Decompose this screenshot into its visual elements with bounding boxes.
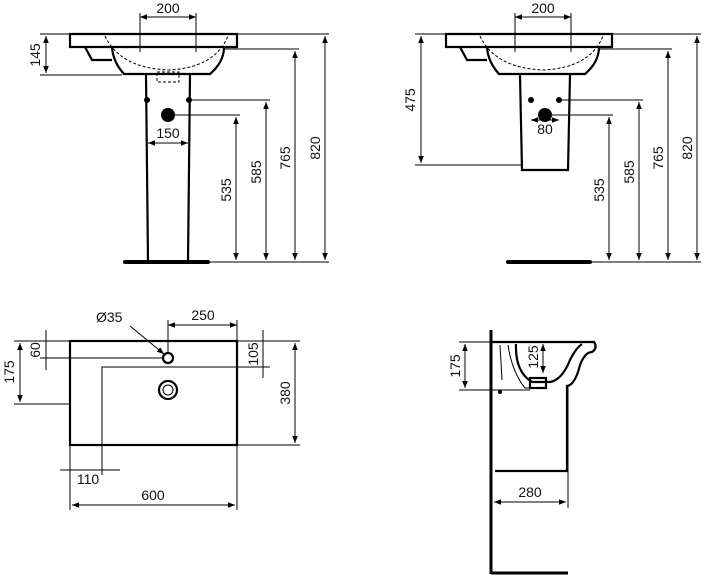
dim-600: 600 <box>141 487 165 503</box>
dim-145: 145 <box>27 43 43 67</box>
front-pedestal-view: 200 145 150 535 585 765 820 <box>27 0 329 264</box>
dim-475: 475 <box>402 88 418 112</box>
side-view: 175 125 280 <box>447 330 597 575</box>
dim-250: 250 <box>191 307 215 323</box>
dim-80: 80 <box>537 121 553 137</box>
dim-175: 175 <box>1 360 17 384</box>
dim-105: 105 <box>245 342 261 366</box>
dim-110: 110 <box>77 471 100 487</box>
dim-280: 280 <box>518 484 542 500</box>
drain <box>157 379 179 401</box>
dim-820: 820 <box>679 136 695 160</box>
basin-profile <box>491 340 597 473</box>
waste-hole <box>161 108 175 122</box>
dim-535: 535 <box>591 178 607 202</box>
dim-820: 820 <box>307 136 323 160</box>
dim-diameter-35: Ø35 <box>96 309 123 325</box>
bowl <box>110 46 226 76</box>
dim-765: 765 <box>650 146 666 170</box>
dim-585: 585 <box>248 160 264 184</box>
pedestal <box>144 74 192 263</box>
dim-125: 125 <box>525 345 541 369</box>
dim-175: 175 <box>447 354 463 378</box>
dim-200: 200 <box>531 0 555 16</box>
dim-60: 60 <box>27 342 43 358</box>
dim-765: 765 <box>277 146 293 170</box>
plan-view: Ø35 250 175 60 105 380 110 600 <box>1 307 300 510</box>
dim-535: 535 <box>218 178 234 202</box>
tap-hole <box>161 351 175 365</box>
front-semi-pedestal-view: 200 475 80 535 585 765 820 <box>402 0 701 264</box>
shelf-underside <box>84 46 112 62</box>
basin-rim <box>68 32 239 49</box>
dim-200: 200 <box>156 0 180 16</box>
dim-585: 585 <box>621 160 637 184</box>
dim-150: 150 <box>156 125 180 141</box>
dim-380: 380 <box>277 381 293 405</box>
